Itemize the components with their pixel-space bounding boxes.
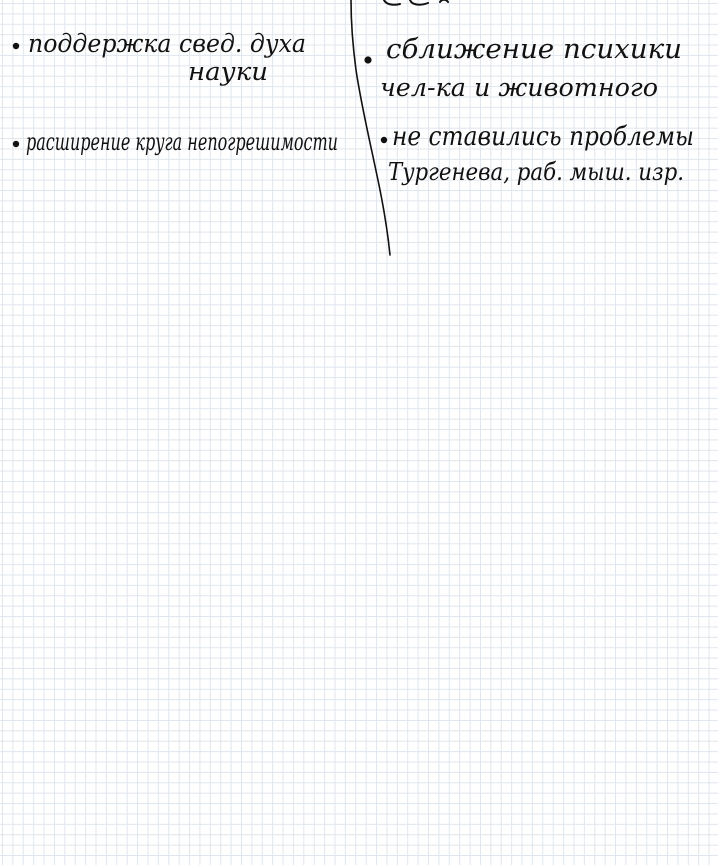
bullet-dot <box>380 136 388 144</box>
right-note-1-line-2: чел-ка и животного <box>380 73 658 102</box>
left-note-2: расширение круга непогрешимости <box>12 128 338 156</box>
left-note-1-line-1: поддержка свед. духа <box>28 29 306 58</box>
bullet-dot <box>12 42 20 50</box>
right-note-2: не ставились проблемы Тургенева, раб. мы… <box>380 122 694 186</box>
left-note-1: поддержка свед. духа науки <box>12 29 306 86</box>
right-note-2-line-2: Тургенева, раб. мыш. изр. <box>388 158 684 186</box>
right-note-1: сближение психики чел-ка и животного <box>364 34 682 102</box>
bullet-dot <box>12 140 20 148</box>
left-note-1-line-2: науки <box>188 57 268 86</box>
column-divider-line <box>350 0 391 256</box>
right-note-1-line-1: сближение психики <box>386 34 682 65</box>
bullet-dot <box>364 56 372 64</box>
left-note-2-line-1: расширение круга непогрешимости <box>26 128 338 156</box>
right-note-2-line-1: не ставились проблемы <box>392 122 694 152</box>
cut-off-stroke <box>383 0 449 6</box>
